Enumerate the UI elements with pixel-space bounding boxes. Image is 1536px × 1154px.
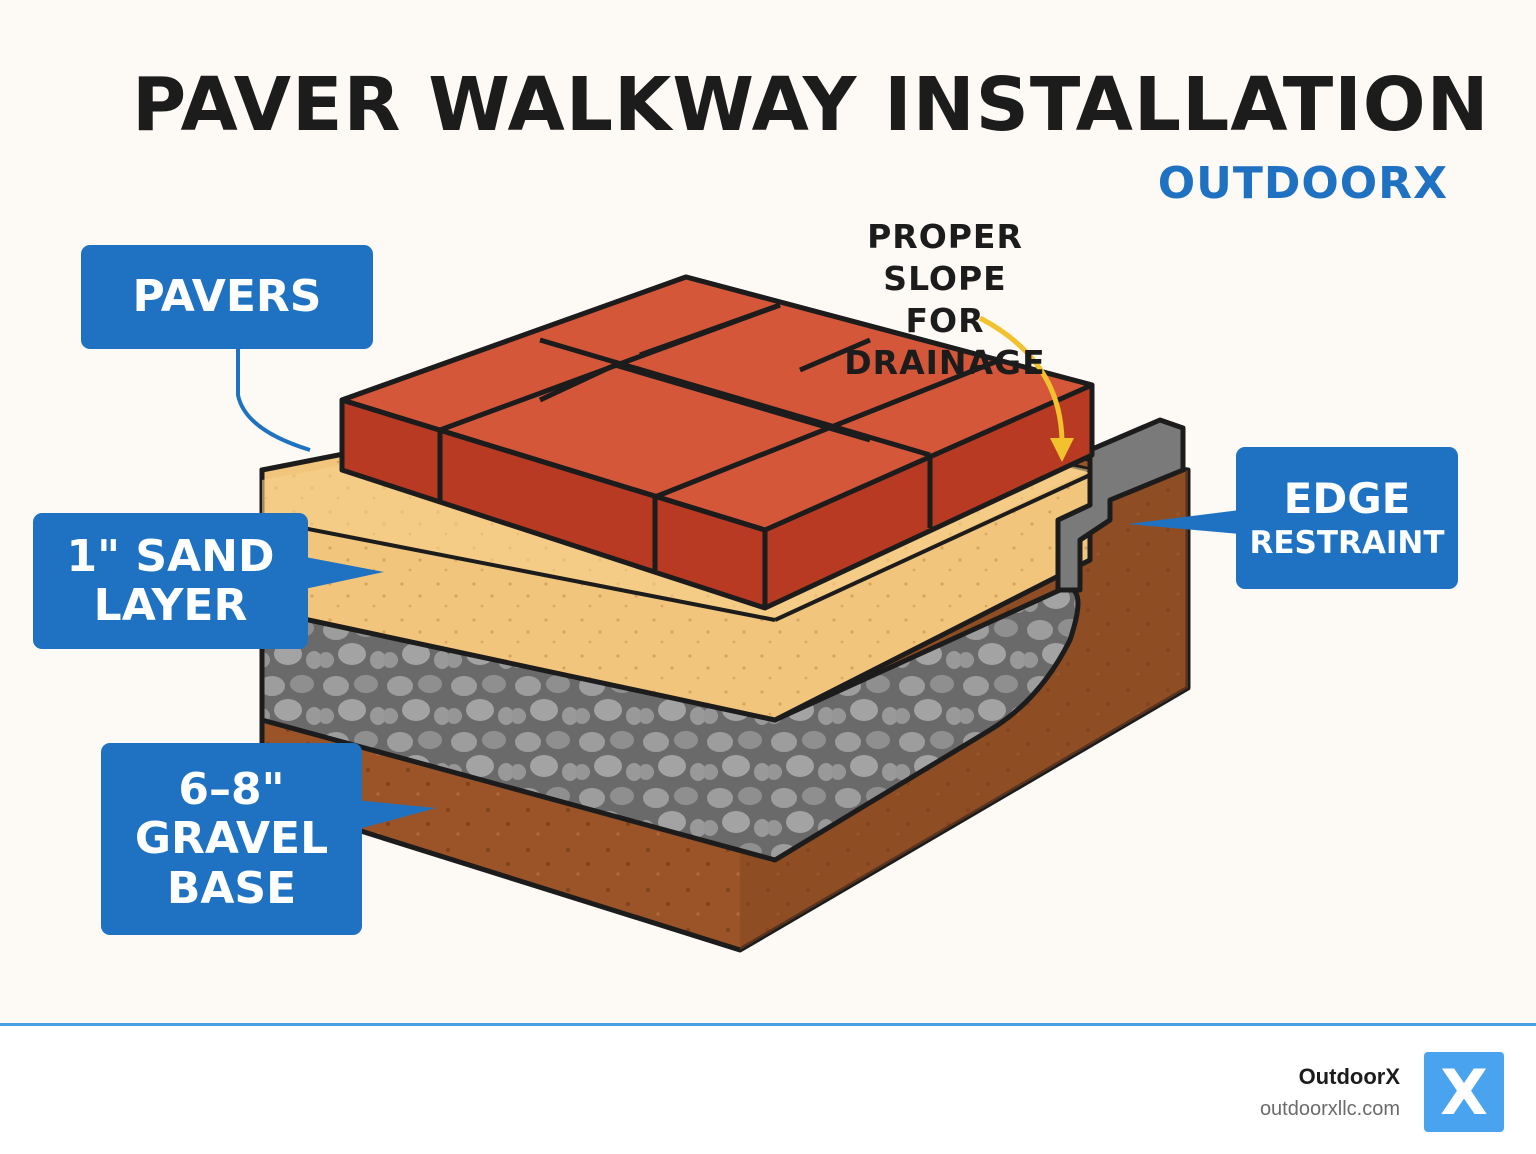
- slope-arrow-icon: [978, 315, 1065, 441]
- pavers-layer: [339, 274, 1095, 611]
- slope-annotation-line2: FOR DRAINAGE: [844, 301, 1046, 382]
- pavers-label: PAVERS: [81, 245, 373, 349]
- edge-label-line1: EDGE: [1283, 474, 1411, 524]
- gravel-base-label: 6–8" GRAVEL BASE: [101, 743, 362, 935]
- footer: [0, 1026, 1536, 1154]
- gravel-label-line3: BASE: [166, 862, 297, 914]
- edge-label-pointer: [1128, 510, 1240, 534]
- paver-cross-section-diagram: [236, 274, 1240, 953]
- gravel-label-line1: 6–8": [178, 764, 285, 816]
- gravel-label-line2: GRAVEL: [134, 813, 329, 865]
- slope-annotation-line1: PROPER SLOPE: [867, 217, 1023, 298]
- pavers-leader-line: [236, 349, 311, 452]
- edge-restraint-shape: [1055, 417, 1186, 593]
- gravel-label-pointer: [355, 800, 436, 830]
- outdoorx-logo-icon: X: [1424, 1052, 1504, 1132]
- footer-divider: [0, 1023, 1536, 1026]
- edge-restraint-label: EDGE RESTRAINT: [1236, 447, 1458, 589]
- slope-arrow-head-icon: [1050, 438, 1074, 462]
- pavers-label-text: PAVERS: [132, 271, 322, 323]
- footer-website-link[interactable]: outdoorxllc.com: [1259, 1098, 1400, 1120]
- edge-label-line2: RESTRAINT: [1249, 525, 1445, 562]
- sand-label-line1: 1" SAND: [66, 530, 275, 582]
- sand-layer-label: 1" SAND LAYER: [33, 513, 308, 649]
- brand-name: OUTDOORX: [1157, 158, 1448, 209]
- sand-label-line2: LAYER: [93, 580, 248, 631]
- sand-label-pointer: [300, 556, 384, 590]
- page-title: PAVER WALKWAY INSTALLATION: [132, 62, 1490, 148]
- slope-annotation: PROPER SLOPE FOR DRAINAGE: [800, 216, 1090, 384]
- footer-company-name: OutdoorX: [1298, 1064, 1400, 1089]
